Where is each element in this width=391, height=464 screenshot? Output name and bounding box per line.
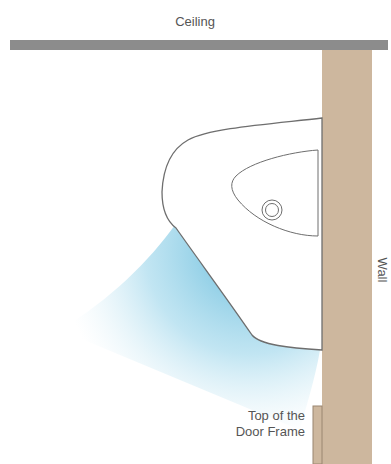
device-lens [262, 200, 282, 220]
door-frame-label: Top of the Door Frame [225, 408, 305, 440]
wall [322, 50, 372, 464]
ceiling-bar [10, 40, 388, 50]
door-frame [313, 406, 322, 464]
device-panel [232, 150, 318, 236]
device-body [162, 118, 322, 350]
wall-label: Wall [374, 258, 390, 283]
ceiling-label: Ceiling [175, 14, 215, 30]
device-lens-inner [266, 204, 279, 217]
